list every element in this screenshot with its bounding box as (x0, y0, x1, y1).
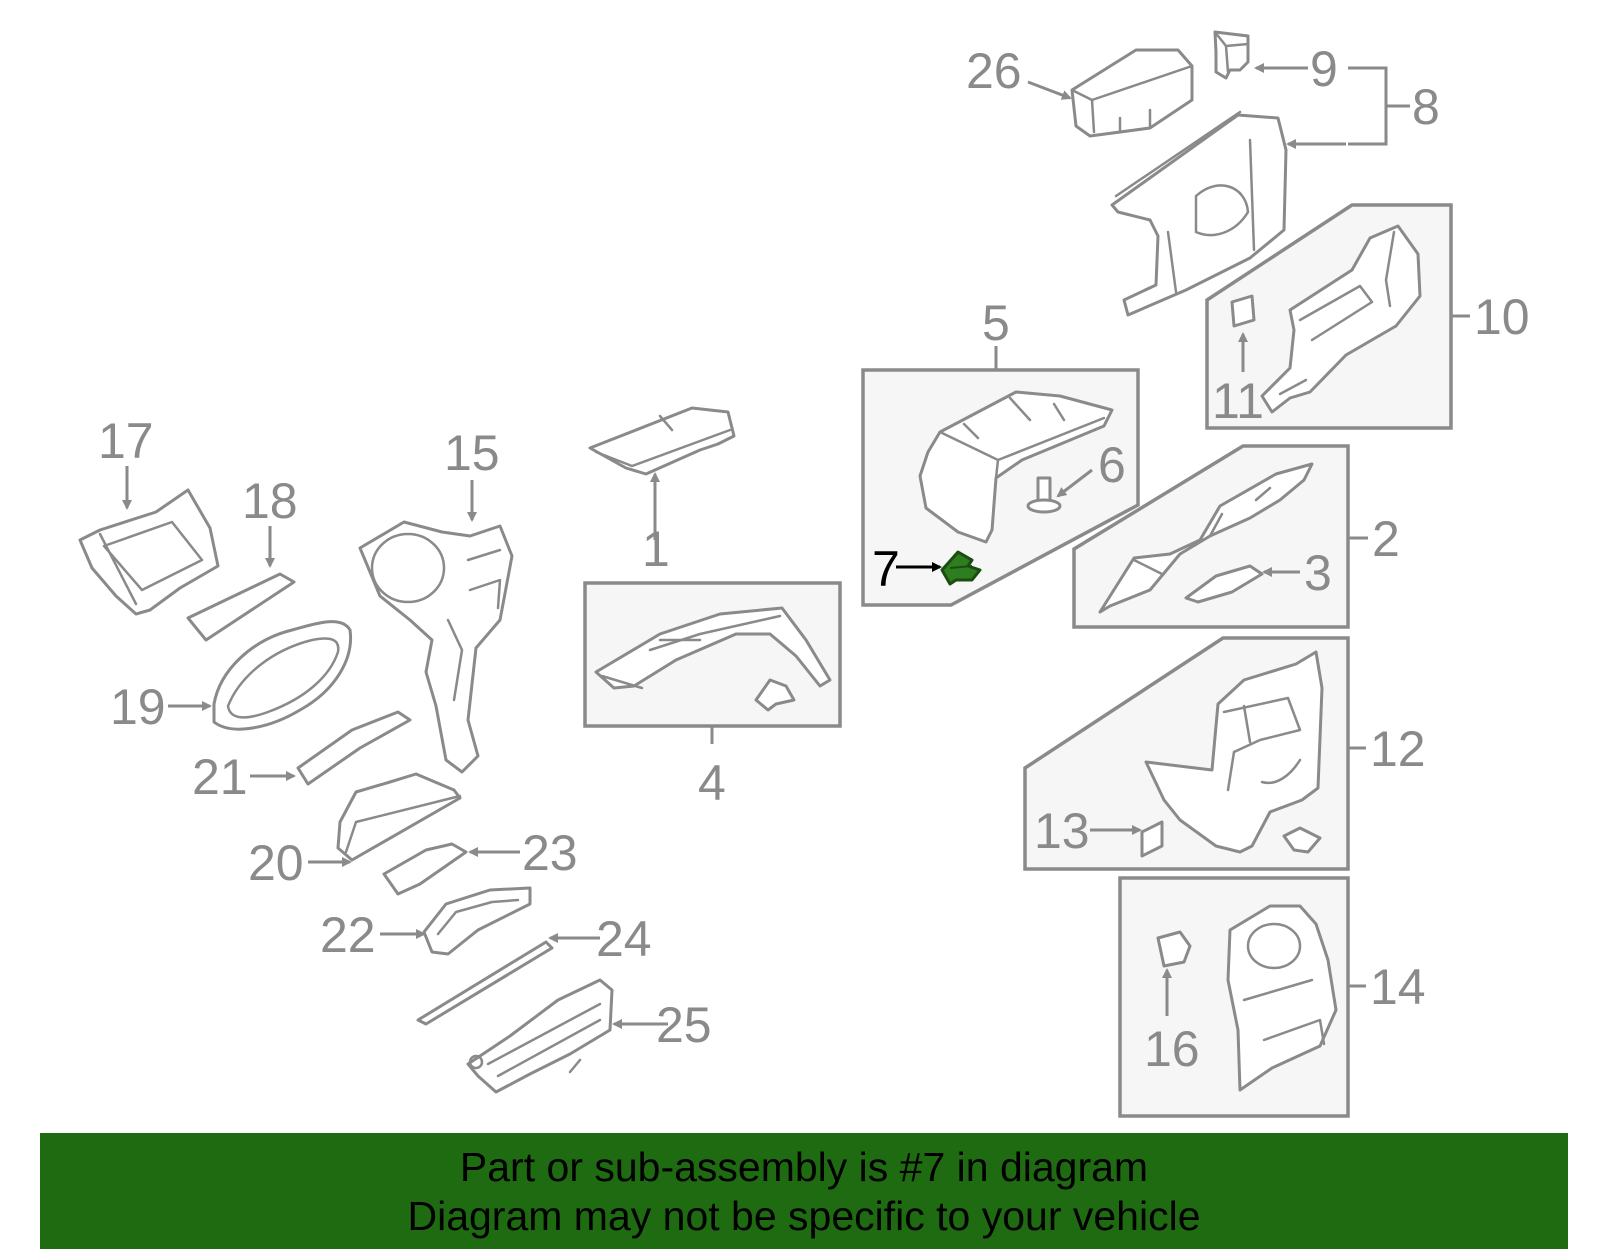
part-6-screw (1026, 476, 1062, 514)
part-26-trim-panel (1070, 48, 1194, 138)
part-21-trim-strip (296, 710, 412, 786)
callout-9: 9 (1310, 41, 1338, 97)
callout-23: 23 (522, 825, 578, 881)
part-4-crossmember (594, 606, 832, 712)
part-11-clip (1230, 294, 1256, 328)
callout-8: 8 (1412, 79, 1440, 135)
part-22-trim-panel (422, 886, 532, 956)
callout-16: 16 (1144, 1021, 1200, 1077)
callout-14: 14 (1370, 959, 1426, 1015)
callout-19: 19 (110, 679, 166, 735)
callout-2: 2 (1372, 511, 1400, 567)
callout-12: 12 (1370, 721, 1426, 777)
callout-21: 21 (192, 749, 248, 805)
callout-22: 22 (320, 907, 376, 963)
callout-4: 4 (698, 755, 726, 811)
part-24-trim-strip (416, 940, 554, 1026)
part-7-highlighted (940, 550, 982, 586)
info-banner: Part or sub-assembly is #7 in diagram Di… (40, 1133, 1568, 1249)
callout-3: 3 (1304, 545, 1332, 601)
callout-13: 13 (1034, 803, 1090, 859)
callout-18: 18 (242, 473, 298, 529)
callout-10: 10 (1474, 289, 1530, 345)
banner-line-part-number: Part or sub-assembly is #7 in diagram (459, 1144, 1149, 1190)
part-16-clip (1156, 930, 1192, 968)
part-19-vent-bezel (212, 620, 353, 731)
part-12-lower-trim-panel (1144, 650, 1324, 854)
part-15-center-stack-frame (358, 520, 514, 774)
callout-6: 6 (1098, 437, 1126, 493)
part-17-display-screen (78, 488, 220, 616)
part-13-clip (1140, 820, 1164, 858)
part-9-bracket (1213, 30, 1250, 80)
callout-25: 25 (656, 997, 712, 1053)
leader-lines (122, 63, 1470, 1029)
part-23-trim-panel (382, 842, 468, 896)
callout-11: 11 (1212, 373, 1264, 429)
callout-5: 5 (982, 295, 1010, 351)
callout-26: 26 (966, 43, 1022, 99)
part-20-bracket-panel (336, 772, 462, 862)
part-25-vent-panel (466, 978, 614, 1094)
part-18-trim-strip (186, 572, 296, 642)
banner-line-disclaimer: Diagram may not be specific to your vehi… (407, 1193, 1201, 1239)
part-5-glove-box-door (918, 390, 1114, 544)
callout-7-highlighted: 7 (872, 541, 900, 597)
callout-1: 1 (642, 521, 670, 577)
callout-20: 20 (248, 835, 304, 891)
callout-15: 15 (444, 425, 500, 481)
part-8-glove-box-housing (1110, 110, 1288, 317)
part-14-dash-bezel (1226, 904, 1338, 1092)
callout-labels: 26 9 8 10 11 5 6 7 1 4 2 3 12 13 14 16 1… (98, 41, 1530, 1077)
part-10-glove-box-assembly (1260, 224, 1422, 414)
part-2-trim-panel (1098, 462, 1314, 614)
callout-24: 24 (596, 911, 652, 967)
part-1-duct (588, 406, 736, 476)
callout-17: 17 (98, 413, 154, 469)
